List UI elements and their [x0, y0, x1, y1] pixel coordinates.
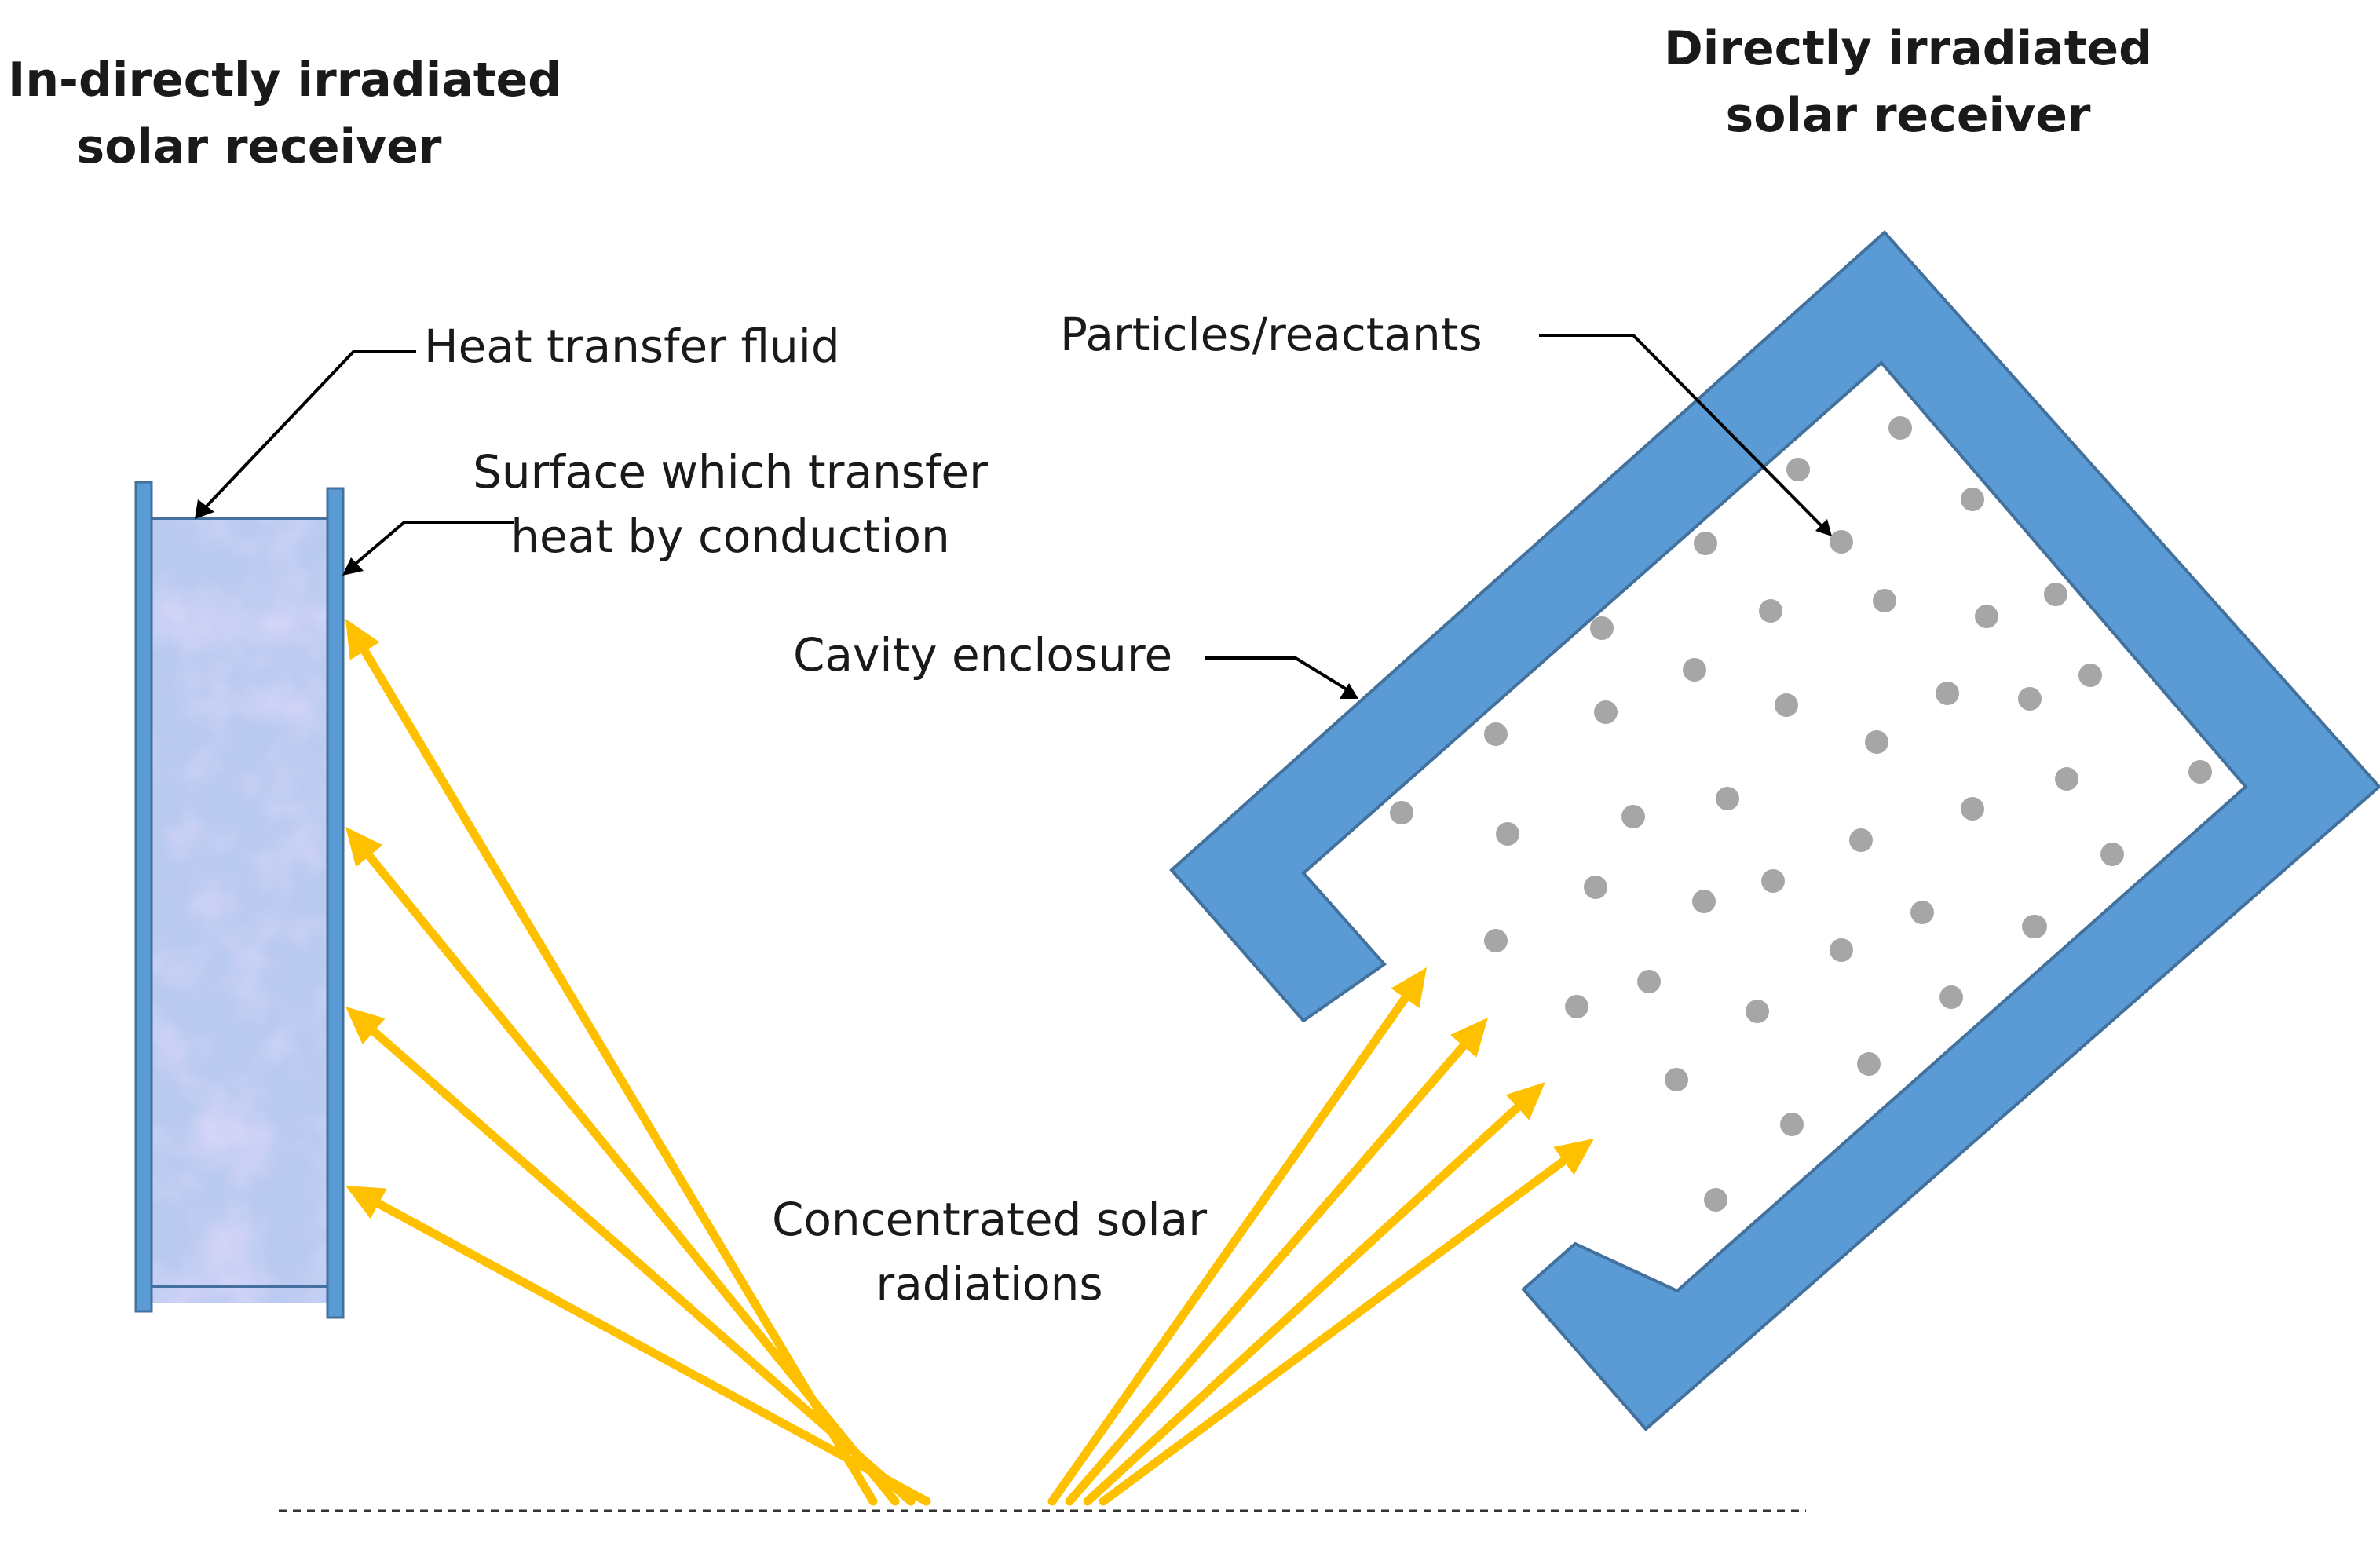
conduction-surface-label: Surface which transfer heat by conductio… [440, 440, 1021, 569]
particle-24 [2055, 767, 2078, 791]
leader-surface-head [342, 557, 364, 576]
solar-ray-8 [1099, 1153, 1572, 1506]
direct-receiver [1169, 230, 2380, 1431]
solar-ray-head-2 [345, 827, 383, 868]
solar-ray-3 [366, 1024, 916, 1506]
particle-35 [1637, 970, 1661, 993]
solar-ray-5 [1047, 989, 1413, 1506]
particle-23 [1961, 797, 1984, 821]
cavity-enclosure [1169, 230, 2380, 1431]
particle-26 [1584, 876, 1607, 899]
particle-33 [1484, 929, 1508, 952]
particle-25 [2188, 760, 2212, 784]
surface-label-line2: heat by conduction [510, 510, 950, 564]
particle-27 [1692, 890, 1716, 913]
particle-36 [1746, 1000, 1769, 1023]
solar-radiation-label: Concentrated solar radiations [707, 1187, 1272, 1317]
particle-20 [1621, 805, 1645, 828]
radiation-label-line2: radiations [876, 1257, 1103, 1311]
heat-transfer-fluid-label: Heat transfer fluid [424, 320, 840, 373]
particle-6 [1590, 616, 1614, 640]
particle-5 [1830, 530, 1853, 554]
indirect-title-line2: solar receiver [76, 119, 442, 175]
particles-group [1390, 416, 2212, 1212]
particle-28 [1761, 869, 1785, 893]
particle-4 [1694, 532, 1717, 555]
solar-ray-head-1 [345, 619, 380, 660]
particle-11 [1484, 722, 1508, 746]
particles-label: Particles/reactants [1060, 308, 1482, 361]
solar-ray-head-4 [345, 1186, 387, 1219]
particle-9 [1975, 605, 1998, 628]
solar-rays-group [345, 619, 1594, 1506]
leader-heat-fluid [201, 350, 416, 512]
solar-ray-6 [1065, 1038, 1472, 1506]
conduction-surface-wall [326, 487, 345, 1319]
particle-29 [1849, 828, 1873, 852]
solar-ray-7 [1083, 1099, 1526, 1506]
particle-13 [1683, 658, 1706, 682]
particle-18 [1390, 801, 1413, 824]
solar-ray-head-7 [1505, 1082, 1545, 1120]
leader-heat-fluid-head [195, 499, 214, 519]
particle-43 [1704, 1188, 1727, 1212]
heat-transfer-fluid-texture [145, 518, 334, 1303]
leader-cavity [1205, 656, 1348, 691]
solar-ray-head-5 [1391, 967, 1427, 1008]
particle-32 [2100, 843, 2124, 866]
outer-wall [134, 481, 153, 1313]
particle-10 [2044, 583, 2067, 606]
particle-2 [1786, 458, 1810, 481]
indirect-receiver-title: In-directly irradiated solar receiver [8, 47, 562, 181]
particle-17 [2078, 664, 2102, 687]
particle-30 [1910, 901, 1934, 924]
particle-41 [1857, 1052, 1881, 1076]
particle-40 [1665, 1068, 1688, 1091]
direct-receiver-title: Directly irradiated solar receiver [1657, 16, 2159, 149]
leader-cavity-head [1340, 683, 1358, 699]
leader-lines [195, 334, 1832, 699]
particle-1 [1888, 416, 1912, 440]
surface-label-line1: Surface which transfer [473, 445, 988, 499]
radiation-label-line1: Concentrated solar [771, 1193, 1208, 1246]
particle-22 [1865, 730, 1888, 754]
particle-12 [1594, 700, 1618, 724]
particle-21 [1716, 787, 1739, 810]
particle-16 [2018, 687, 2042, 711]
solar-ray-head-6 [1450, 1018, 1488, 1058]
particle-42 [1780, 1113, 1804, 1136]
leader-particles [1539, 334, 1823, 528]
solar-ray-2 [362, 848, 900, 1506]
direct-title-line1: Directly irradiated [1663, 21, 2153, 76]
particle-3 [1961, 488, 1984, 511]
solar-ray-head-3 [345, 1007, 386, 1045]
particle-34 [1565, 995, 1588, 1018]
solar-ray-head-8 [1553, 1139, 1594, 1175]
particle-37 [1830, 938, 1853, 962]
indirect-receiver [134, 481, 345, 1319]
particle-14 [1775, 693, 1798, 717]
particle-19 [1496, 822, 1519, 846]
cavity-enclosure-label: Cavity enclosure [793, 628, 1173, 682]
indirect-title-line1: In-directly irradiated [8, 53, 562, 108]
leader-particles-head [1815, 519, 1832, 536]
particle-39 [2024, 915, 2047, 938]
direct-title-line2: solar receiver [1725, 88, 2091, 144]
particle-38 [1939, 985, 1963, 1009]
leader-surface [350, 521, 514, 568]
solar-ray-4 [370, 1197, 931, 1506]
solar-ray-1 [358, 642, 878, 1506]
particle-15 [1936, 682, 1959, 705]
particle-8 [1873, 589, 1896, 612]
particle-7 [1759, 599, 1782, 623]
